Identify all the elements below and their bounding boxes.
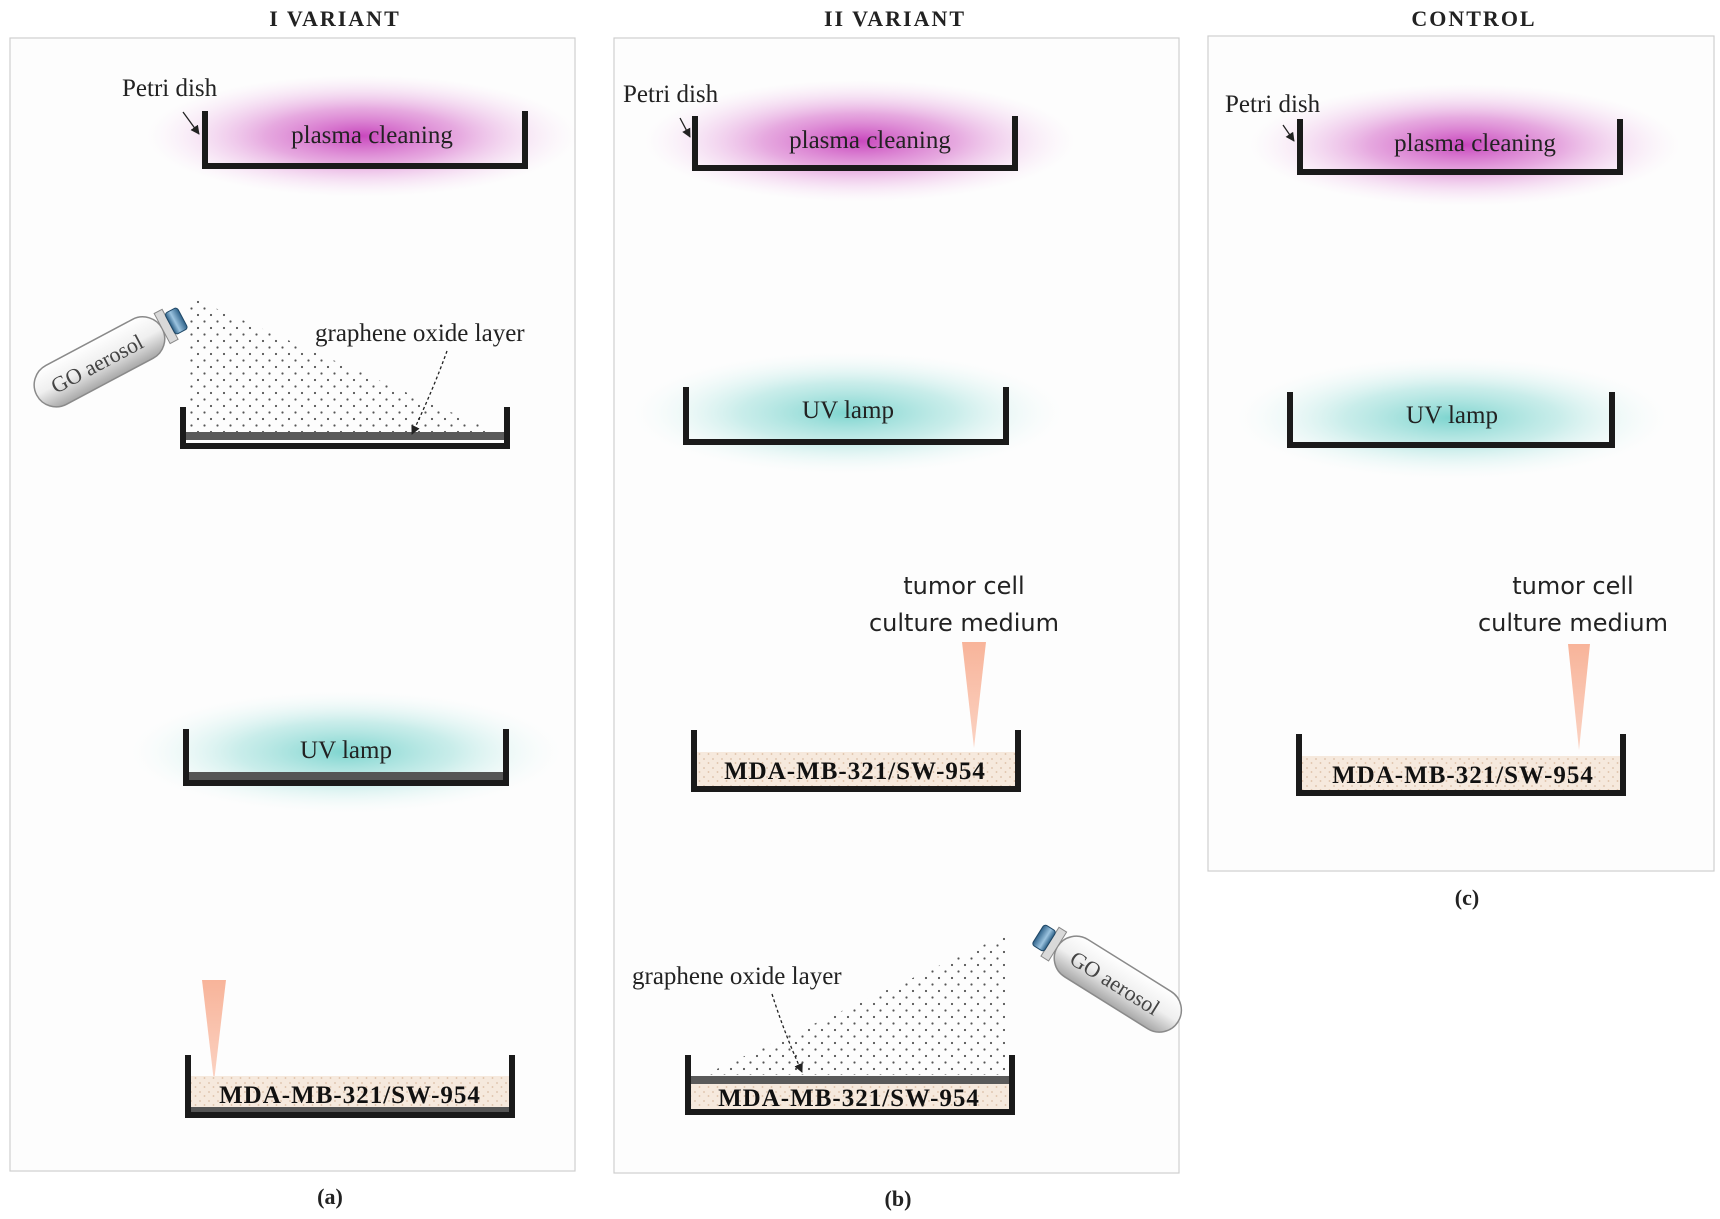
aerosol-spray	[704, 935, 1005, 1075]
cell-culture-layer	[690, 1084, 1012, 1110]
petri-dish-pointer	[182, 111, 200, 135]
petri-dish-label: Petri dish	[1225, 91, 1321, 118]
uv-lamp-label: UV lamp	[802, 397, 894, 424]
panel-a-cell-step: MDA-MB-321/SW-954	[185, 980, 515, 1118]
plasma-cleaning-label: plasma cleaning	[789, 127, 951, 154]
medium-pipette	[202, 980, 226, 1082]
petri-dish-pointer	[1282, 124, 1295, 142]
graphene-oxide-pointer	[771, 993, 803, 1073]
petri-dish-pointer	[679, 117, 691, 138]
uv-lamp-label: UV lamp	[300, 737, 392, 764]
culture-medium-label: culture medium	[869, 609, 1059, 637]
plasma-glow	[1250, 84, 1680, 206]
culture-medium-label: culture medium	[1478, 609, 1668, 637]
panel-b-plasma-step: plasma cleaning Petri dish	[623, 80, 1075, 202]
petri-dish	[691, 730, 1021, 792]
cell-line-label: MDA-MB-321/SW-954	[724, 758, 986, 785]
graphene-oxide-label: graphene oxide layer	[632, 963, 842, 990]
graphene-oxide-layer	[190, 1107, 510, 1113]
panel-c-uv-step: UV lamp	[1237, 357, 1667, 479]
panel-c: CONTROL plasma cleaning Petri dish UV la…	[1207, 6, 1715, 910]
aerosol-spray	[188, 296, 505, 436]
panel-b-heading: II VARIANT	[824, 6, 966, 31]
medium-pipette	[962, 642, 986, 748]
tumor-cell-label: tumor cell	[903, 572, 1024, 600]
panel-a-heading: I VARIANT	[269, 6, 401, 31]
petri-dish	[685, 1055, 1015, 1115]
medium-pipette	[1568, 644, 1590, 750]
panel-c-caption: (c)	[1455, 885, 1479, 910]
panel-a: I VARIANT plasma cleaning Petri dish GO …	[9, 6, 577, 1209]
petri-dish-label: Petri dish	[122, 75, 218, 102]
petri-dish	[1296, 734, 1626, 796]
cell-line-label: MDA-MB-321/SW-954	[219, 1082, 481, 1109]
petri-dish	[185, 1055, 515, 1118]
petri-dish	[692, 116, 1018, 171]
panel-b-uv-step: UV lamp	[633, 352, 1063, 474]
panel-b-cell-step: tumor cell culture medium MDA-MB-321/SW-…	[691, 572, 1059, 792]
panel-a-frame	[9, 37, 576, 1172]
panel-a-plasma-step: plasma cleaning Petri dish	[122, 75, 577, 197]
graphene-oxide-layer	[185, 432, 505, 440]
panel-b-caption: (b)	[885, 1186, 912, 1211]
panel-c-plasma-step: plasma cleaning Petri dish	[1225, 84, 1680, 206]
graphene-oxide-layer	[187, 772, 505, 781]
petri-dish	[1297, 119, 1623, 175]
petri-dish	[683, 387, 1009, 445]
panel-a-uv-step: UV lamp	[131, 691, 561, 813]
panel-b-spray-step: GO aerosol MDA-MB-321/SW-954 graphene ox…	[632, 914, 1191, 1115]
plasma-glow	[645, 80, 1075, 202]
petri-dish	[1287, 392, 1615, 448]
cell-line-label: MDA-MB-321/SW-954	[1332, 762, 1594, 789]
plasma-cleaning-label: plasma cleaning	[291, 122, 453, 149]
panel-c-heading: CONTROL	[1411, 6, 1536, 31]
graphene-oxide-layer	[690, 1076, 1012, 1084]
panel-b: II VARIANT plasma cleaning Petri dish UV…	[613, 6, 1191, 1211]
graphene-oxide-label: graphene oxide layer	[315, 320, 525, 347]
cell-culture-layer	[1300, 756, 1622, 790]
cell-culture-layer	[695, 752, 1017, 786]
panel-c-cell-step: tumor cell culture medium MDA-MB-321/SW-…	[1296, 572, 1668, 796]
petri-dish	[180, 407, 510, 449]
petri-dish-label: Petri dish	[623, 81, 719, 108]
petri-dish	[183, 729, 509, 786]
cell-culture-layer	[190, 1076, 510, 1112]
panel-a-caption: (a)	[317, 1184, 343, 1209]
plasma-cleaning-label: plasma cleaning	[1394, 130, 1556, 157]
cell-line-label: MDA-MB-321/SW-954	[718, 1085, 980, 1112]
uv-glow	[1237, 357, 1667, 479]
tumor-cell-label: tumor cell	[1512, 572, 1633, 600]
uv-lamp-label: UV lamp	[1406, 402, 1498, 429]
petri-dish	[202, 111, 528, 169]
